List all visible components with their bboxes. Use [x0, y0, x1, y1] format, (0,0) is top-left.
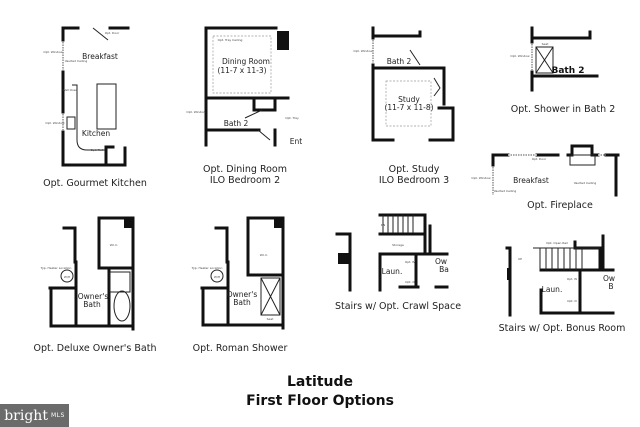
plan-caption: Opt. Dining Room [203, 164, 287, 175]
room-label: Bath [83, 300, 101, 309]
plan-crawl-space: DN Storage Opt. W Opt. D Laun. Ow Ba Sta… [335, 213, 461, 312]
page-subtitle: First Floor Options [246, 393, 394, 409]
note-label: Opt. Door [532, 157, 547, 161]
room-label: Bath 2 [387, 57, 412, 66]
plan-caption: Stairs w/ Opt. Bonus Room [499, 323, 626, 334]
note-label: Opt. Open Rail [546, 241, 568, 245]
page-title: Latitude [287, 374, 353, 390]
note-label: Wall Oven [62, 88, 77, 92]
plan-caption: Opt. Gourmet Kitchen [43, 178, 147, 189]
room-label: Bath 2 [224, 119, 249, 128]
room-label: Breakfast [82, 52, 118, 61]
plan-caption: Stairs w/ Opt. Crawl Space [335, 301, 461, 312]
note-label: Opt. Window [43, 50, 63, 54]
room-label: W.I.C. [260, 253, 269, 257]
logo-brand: bright [4, 407, 48, 424]
note-label: Typ. Heater Location [40, 266, 72, 270]
plan-bonus-room: UP Opt. Open Rail Opt. W Opt. D Laun. Ow… [499, 234, 626, 334]
room-label: Dining Room [222, 57, 270, 66]
plan-caption: Opt. Study [389, 164, 440, 175]
bright-mls-logo: bright MLS [0, 404, 69, 427]
room-label: Ow [603, 274, 615, 283]
room-label: Bath 2 [551, 66, 584, 76]
note-label: Vaulted Ceiling [494, 189, 517, 193]
plan-caption: ILO Bedroom 3 [379, 175, 449, 186]
logo-suffix: MLS [50, 412, 65, 419]
plan-study: Bath 2 Study (11-7 x 11-8) Opt. Window O… [353, 26, 455, 186]
room-label: Owner's [227, 290, 258, 299]
room-label: Ba [439, 265, 449, 274]
room-label: Bath [233, 298, 251, 307]
note-label: Opt. Ref. [91, 148, 104, 152]
note-label: Vaulted Ceiling [65, 59, 88, 63]
room-label: W.I.C. [110, 243, 119, 247]
room-label: Ow [435, 257, 447, 266]
plan-dining-room: Opt. Tray Ceiling Dining Room (11-7 x 11… [186, 26, 302, 186]
note-label: Opt. Window [353, 49, 373, 53]
note-label: Opt. Window [510, 54, 530, 58]
note-label: Opt. Tray [285, 116, 299, 120]
plan-caption: Opt. Deluxe Owner's Bath [34, 343, 157, 354]
note-label: UP [518, 257, 522, 261]
note-label: Opt. D [405, 280, 415, 284]
room-label: B [608, 282, 613, 291]
note-label: Seat [267, 317, 275, 321]
plan-caption: ILO Bedroom 2 [210, 175, 280, 186]
note-label: W/H [214, 275, 220, 279]
room-label: (11-7 x 11-3) [217, 66, 266, 75]
plan-deluxe-owners-bath: W.I.C. Typ. Heater Location W/H Owner's … [34, 216, 157, 354]
note-label: Opt. W [567, 277, 577, 281]
room-label: Study [398, 95, 420, 104]
plan-caption: Opt. Fireplace [527, 200, 593, 211]
note-label: Opt. D [567, 299, 577, 303]
plan-caption: Opt. Roman Shower [193, 343, 288, 354]
note-label: Opt. Door [105, 31, 120, 35]
room-label: Breakfast [513, 176, 549, 185]
room-label: Kitchen [82, 129, 110, 138]
note-label: Seat [542, 42, 550, 46]
room-label: (11-7 x 11-8) [384, 103, 433, 112]
note-label: Storage [392, 243, 404, 247]
note-label: Opt. Window [471, 176, 491, 180]
note-label: W/H [64, 275, 70, 279]
note-label: Opt. Window [186, 110, 206, 114]
note-label: Opt. W [405, 260, 415, 264]
room-label: Laun. [542, 285, 563, 294]
note-label: Vaulted Ceiling [574, 181, 597, 185]
note-label: Opt. Tray Ceiling [218, 38, 243, 42]
plan-roman-shower: W.I.C. Typ. Heater Location W/H Seat Own… [191, 216, 288, 354]
plan-caption: Opt. Shower in Bath 2 [511, 104, 616, 115]
plan-gourmet-kitchen: Breakfast Kitchen Opt. Door Opt. Window … [43, 26, 147, 189]
note-label: Typ. Heater Location [191, 266, 223, 270]
note-label: Opt. Window [45, 121, 65, 125]
plan-fireplace: Opt. Window Vaulted Ceiling Opt. Door Va… [471, 144, 620, 211]
room-label: Laun. [382, 267, 403, 276]
room-label: Owner's [78, 292, 109, 301]
plan-shower-bath2: Seat Opt. Window Bath 2 Opt. Shower in B… [510, 26, 616, 115]
note-label: DN [381, 223, 386, 227]
room-label: Ent [290, 137, 302, 146]
